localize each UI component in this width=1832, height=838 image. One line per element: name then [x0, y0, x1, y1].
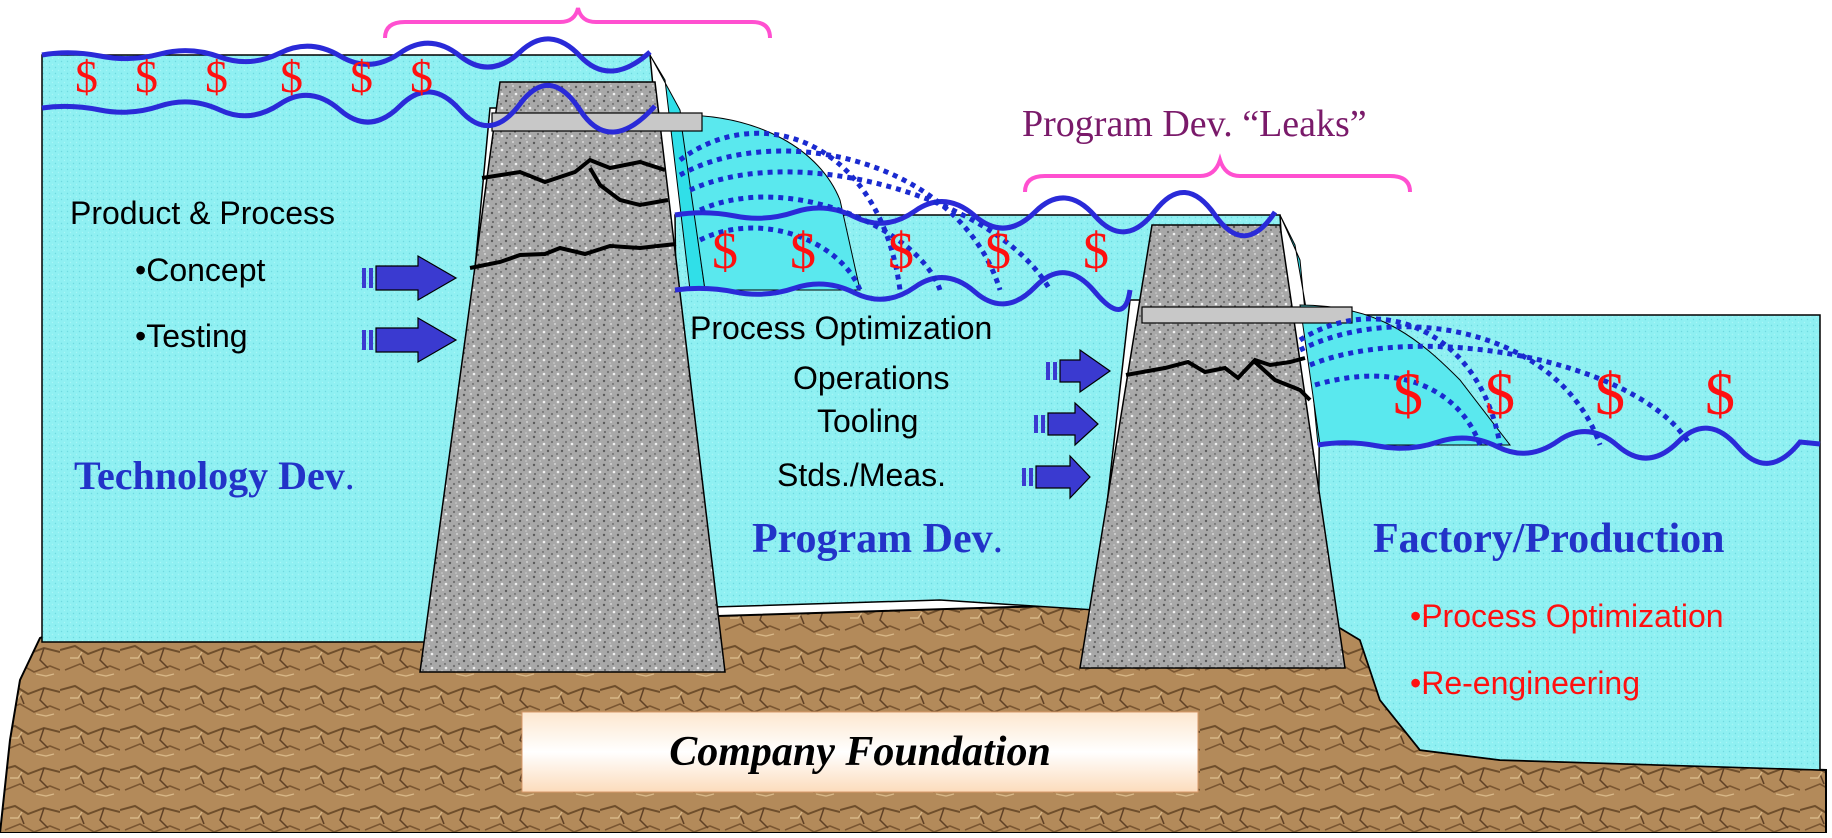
arrow-stds-meas [1022, 454, 1091, 500]
factory-title: Factory/Production [1373, 516, 1725, 562]
dollar-sign: $ [75, 51, 98, 102]
dollar-sign: $ [135, 51, 158, 102]
dam-2-cap [1141, 306, 1353, 324]
foundation-label: Company Foundation [669, 729, 1051, 775]
leak-spill-1 [679, 114, 861, 291]
brace-program-leaks [1023, 153, 1412, 193]
arrow-testing [362, 316, 458, 364]
foundation-plaque [521, 711, 1199, 793]
arrow-operations [1046, 348, 1112, 394]
factory-bullet-process-optimization: •Process Optimization [1410, 598, 1724, 634]
water-surface-program-top [674, 190, 1278, 239]
program-item-stds-meas: Stds./Meas. [777, 457, 946, 493]
dollar-sign: $ [350, 51, 373, 102]
program-item-tooling: Tooling [817, 403, 919, 439]
dam-1-cap [491, 112, 703, 132]
dollar-sign: $ [790, 223, 816, 280]
dollar-sign: $ [1595, 361, 1625, 427]
leak-lines-1 [678, 130, 1053, 292]
tech-title: Technology Dev. [74, 453, 355, 498]
water-surface-factory [1317, 425, 1821, 466]
leak-lines-2 [1298, 316, 1693, 447]
arrow-concept [362, 254, 458, 302]
program-title: Program Dev. [752, 516, 1004, 562]
water-surface-tech [41, 83, 657, 135]
dam-1 [419, 81, 726, 673]
dollar-sign: $ [1083, 223, 1109, 280]
arrow-tooling [1034, 401, 1099, 447]
program-item-process-optimization: Process Optimization [690, 310, 993, 346]
dollar-sign: $ [1393, 361, 1423, 427]
leaks-label: Program Dev. “Leaks” [1022, 103, 1367, 145]
dollar-sign: $ [712, 223, 738, 280]
dam-2 [1079, 224, 1346, 669]
dam-1-crack-lower [469, 242, 677, 270]
dollar-sign: $ [985, 223, 1011, 280]
water-surface-program [674, 270, 1133, 312]
dollar-sign: $ [205, 51, 228, 102]
factory-bullet-re-engineering: •Re-engineering [1410, 665, 1641, 701]
tech-heading: Product & Process [70, 195, 335, 231]
tech-bullet-concept: •Concept [135, 252, 266, 288]
dollar-sign: $ [888, 223, 914, 280]
dam-2-crack [1125, 356, 1312, 402]
program-item-operations: Operations [793, 360, 950, 396]
tech-bullet-testing: •Testing [135, 318, 248, 354]
dollar-sign: $ [280, 51, 303, 102]
dollar-sign: $ [1485, 361, 1515, 427]
brace-top [383, 7, 772, 39]
water-surface-top [41, 36, 652, 74]
dollar-sign: $ [410, 51, 433, 102]
dollar-sign: $ [1705, 361, 1735, 427]
dam-1-crack-upper [481, 157, 669, 208]
